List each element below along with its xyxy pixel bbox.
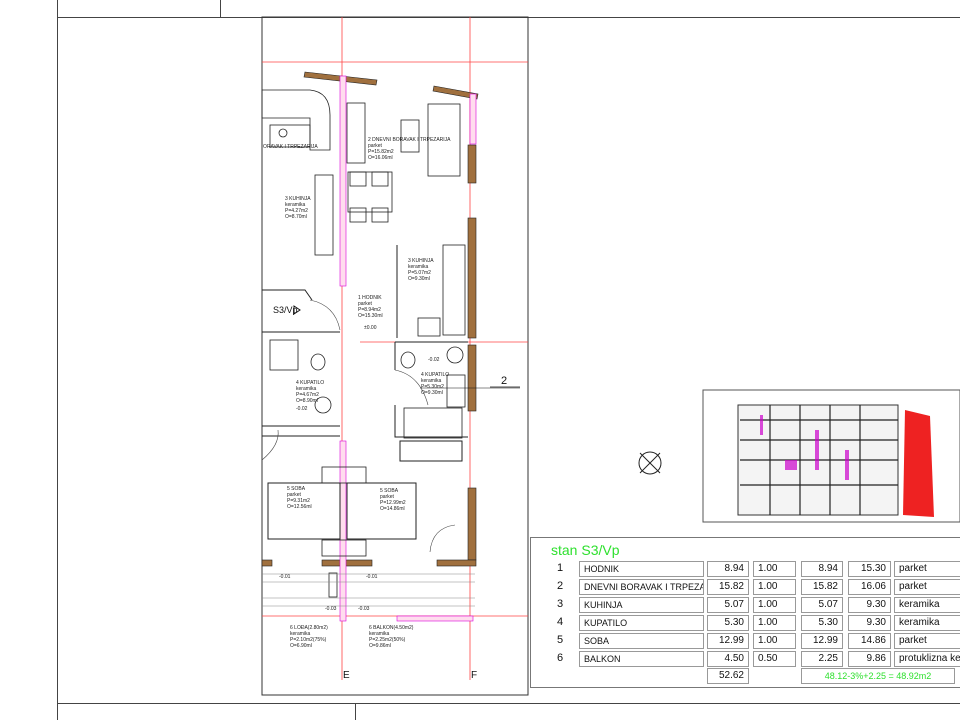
cell-coef: 1.00 [753,615,796,631]
cell-area: 5.07 [707,597,749,613]
table-title: stan S3/Vp [551,542,620,558]
cell-perim: 9.30 [848,597,891,613]
svg-text:±0.00: ±0.00 [364,325,377,331]
svg-text:-0.02: -0.02 [428,357,440,363]
cell-coef: 1.00 [753,597,796,613]
north-arrow-icon [638,451,662,475]
site-plan-thumbnail [702,389,960,523]
cell-area: 8.94 [707,561,749,577]
axis-label-e: E [343,670,350,681]
door-swings [261,299,456,553]
balcony-tiles [262,573,475,607]
cell-perim: 16.06 [848,579,891,595]
cell-name: DNEVNI BORAVAK I TRPEZARIJA [579,579,704,595]
party-walls [339,75,477,622]
cell-floor: keramika [894,597,960,613]
cell-floor: protuklizna keramika [894,651,960,667]
cell-net: 12.99 [801,633,843,649]
frame-divider-bottom [355,703,356,720]
plan-frame [261,16,529,696]
cell-perim: 14.86 [848,633,891,649]
cell-net: 8.94 [801,561,843,577]
cell-name: HODNIK [579,561,704,577]
cell-name: SOBA [579,633,704,649]
cell-coef: 1.00 [753,561,796,577]
cell-floor: parket [894,579,960,595]
cell-net: 15.82 [801,579,843,595]
row-number: 2 [557,580,564,592]
svg-text:-0.01: -0.01 [366,574,378,580]
cell-name: KUPATILO [579,615,704,631]
svg-text:ORAVAK I TRPEZARIJA: ORAVAK I TRPEZARIJA [263,144,318,150]
partitions [262,245,468,540]
cell-area: 12.99 [707,633,749,649]
walls [261,71,479,567]
furniture [261,89,466,598]
row-number: 5 [557,634,564,646]
svg-text:-0.02: -0.02 [296,406,308,412]
frame-bottom [57,703,960,704]
unit-tag: S3/Vp [273,305,298,315]
cell-floor: parket [894,561,960,577]
row-number: 3 [557,598,564,610]
cell-name: KUHINJA [579,597,704,613]
frame-divider-top [220,0,221,17]
cell-net: 5.07 [801,597,843,613]
cell-floor: keramika [894,615,960,631]
cell-perim: 9.86 [848,651,891,667]
cell-perim: 9.30 [848,615,891,631]
total-area: 52.62 [707,668,749,684]
svg-text:-0.03: -0.03 [358,606,370,612]
cell-net: 2.25 [801,651,843,667]
axis-label-f: F [471,670,477,681]
row-number: 1 [557,562,564,574]
cell-coef: 1.00 [753,633,796,649]
cell-perim: 15.30 [848,561,891,577]
unit-tag-arrow [293,305,301,315]
cell-area: 15.82 [707,579,749,595]
row-number: 4 [557,616,564,628]
cell-net: 5.30 [801,615,843,631]
cell-name: BALKON [579,651,704,667]
area-formula: 48.12-3%+2.25 = 48.92m2 [801,668,955,684]
cell-area: 5.30 [707,615,749,631]
cell-coef: 0.50 [753,651,796,667]
svg-text:-0.01: -0.01 [279,574,291,580]
cell-coef: 1.00 [753,579,796,595]
cell-floor: parket [894,633,960,649]
axis-label-2: 2 [501,375,507,387]
cell-area: 4.50 [707,651,749,667]
frame-left [57,0,58,720]
row-number: 6 [557,652,564,664]
svg-text:-0.03: -0.03 [325,606,337,612]
